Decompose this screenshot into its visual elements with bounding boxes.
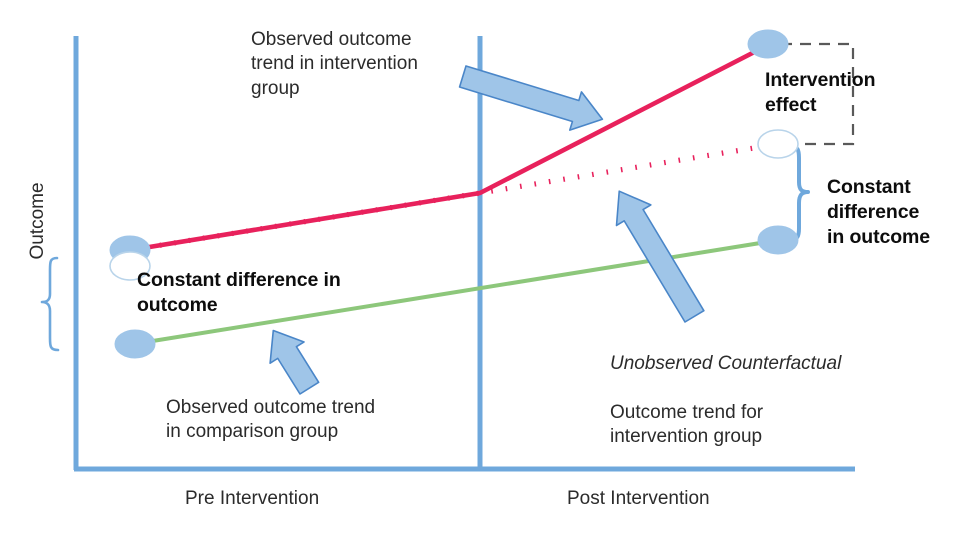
data-point-markers: [109, 29, 799, 359]
x-tick-label-post: Post Intervention: [567, 488, 710, 509]
arrow-counterfactual: [615, 190, 705, 323]
annotation-counterfactual-body: Outcome trend for intervention group: [610, 401, 764, 448]
marker-post-intervention-observed: [747, 29, 789, 59]
marker-post-intervention-counterfactual: [757, 129, 799, 159]
marker-pre-intervention-counterfactual: [109, 251, 151, 281]
marker-pre-comparison: [114, 329, 156, 359]
x-tick-label-pre: Pre Intervention: [185, 488, 320, 509]
axes-group: [73, 36, 855, 472]
annotation-observed-intervention: Observed outcome trend in intervention g…: [251, 29, 418, 99]
annotation-constant-difference-right: Constant difference in outcome: [827, 176, 931, 248]
constant-difference-left-brace: [40, 256, 60, 352]
annotation-observed-comparison: Observed outcome trend in comparison gro…: [166, 397, 376, 443]
marker-post-comparison: [757, 225, 799, 255]
annotation-counterfactual: Unobserved Counterfactual Outcome trend …: [610, 328, 910, 474]
arrow-observed-comparison: [269, 329, 320, 395]
constant-difference-right-brace: [787, 144, 810, 242]
annotation-intervention-effect: Intervention effect: [765, 69, 876, 116]
annotation-counterfactual-title: Unobserved Counterfactual: [610, 353, 842, 375]
intervention-effect-bracket: [781, 42, 855, 146]
intervention-trend-line: [128, 42, 771, 253]
arrow-observed-intervention: [458, 65, 604, 131]
annotation-constant-difference-left: Constant difference in outcome: [137, 269, 341, 316]
y-axis-title: Outcome: [27, 182, 48, 260]
